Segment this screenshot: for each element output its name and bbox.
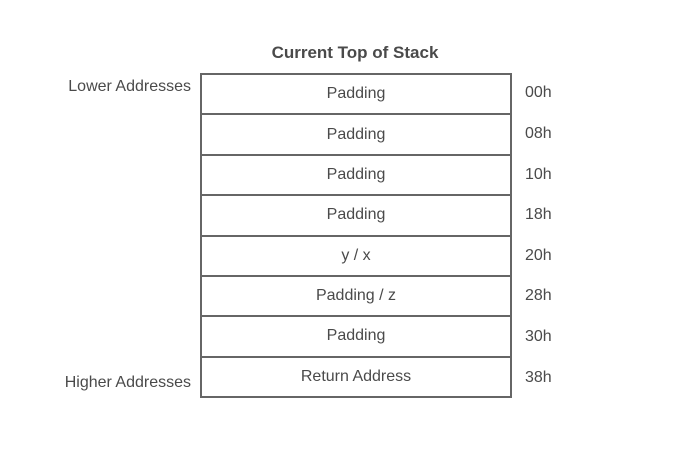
stack-slot-label: Padding (326, 206, 386, 224)
stack-title: Current Top of Stack (271, 43, 439, 62)
lower-addresses-label: Lower Addresses (68, 78, 191, 95)
stack-slot-label: Padding (326, 125, 386, 143)
offset-label: 30h (525, 328, 552, 346)
stack-slot-label: Padding (326, 85, 386, 103)
stack-slot: Padding (202, 115, 510, 156)
stack-slot-label: Padding (326, 165, 386, 183)
offset-label: 28h (525, 287, 552, 305)
stack-slot: Padding / z (202, 277, 510, 318)
stack-slot: Padding (202, 156, 510, 197)
offset-label: 00h (525, 84, 552, 102)
stack-slot-label: Padding (326, 327, 386, 345)
stack-slot: Return Address (202, 358, 510, 396)
stack-slot-label: Padding / z (315, 287, 397, 305)
offset-label: 10h (525, 165, 552, 183)
stack-slot: Padding (202, 75, 510, 116)
stack-slot: y / x (202, 237, 510, 277)
offset-label: 18h (525, 206, 552, 224)
offset-label: 38h (525, 368, 552, 386)
offset-label: 20h (525, 246, 552, 264)
stack-slot-label: y / x (341, 246, 371, 264)
stack-slot-label: Return Address (300, 367, 412, 385)
stack-slot: Padding (202, 317, 510, 358)
stack-slot: Padding (202, 196, 510, 237)
offset-column: 00h 08h 10h 18h 20h 28h 30h 38h (525, 73, 552, 398)
stack-frame: Padding Padding Padding Padding y / x Pa… (200, 73, 512, 398)
offset-label: 08h (525, 124, 552, 142)
higher-addresses-label: Higher Addresses (64, 374, 191, 391)
